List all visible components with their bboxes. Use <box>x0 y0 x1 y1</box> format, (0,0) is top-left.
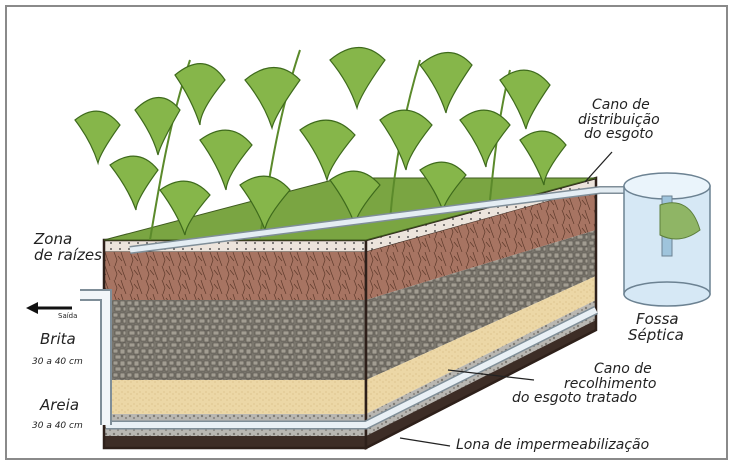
label-cano-rec-1: Cano de <box>538 362 656 377</box>
label-cano-distribuicao: Cano de distribuição do esgoto <box>578 98 660 142</box>
label-cano-dist-3: do esgoto <box>578 127 660 142</box>
label-zona-2: de raízes <box>34 248 102 264</box>
leader-lona <box>400 438 450 446</box>
label-lona: Lona de impermeabilização <box>456 438 649 453</box>
label-cano-dist-2: distribuição <box>578 113 660 128</box>
leader-cano-dist <box>585 152 612 182</box>
label-zona: Zona de raízes <box>34 232 102 264</box>
label-fossa: Fossa Séptica <box>628 312 684 344</box>
label-brita: Brita <box>40 332 76 348</box>
label-cano-dist-1: Cano de <box>578 98 660 113</box>
label-brita-depth: 30 a 40 cm <box>32 358 83 367</box>
label-cano-recolhimento: Cano de recolhimento do esgoto tratado <box>538 362 656 406</box>
front-face <box>104 240 366 448</box>
label-saida: Saída <box>58 313 77 320</box>
label-fossa-2: Séptica <box>628 328 684 344</box>
label-areia: Areia <box>40 398 79 414</box>
label-cano-rec-3: do esgoto tratado <box>512 391 656 406</box>
label-areia-depth: 30 a 40 cm <box>32 422 83 431</box>
septic-tank-illustration <box>624 173 710 306</box>
label-cano-rec-2: recolhimento <box>538 377 656 392</box>
